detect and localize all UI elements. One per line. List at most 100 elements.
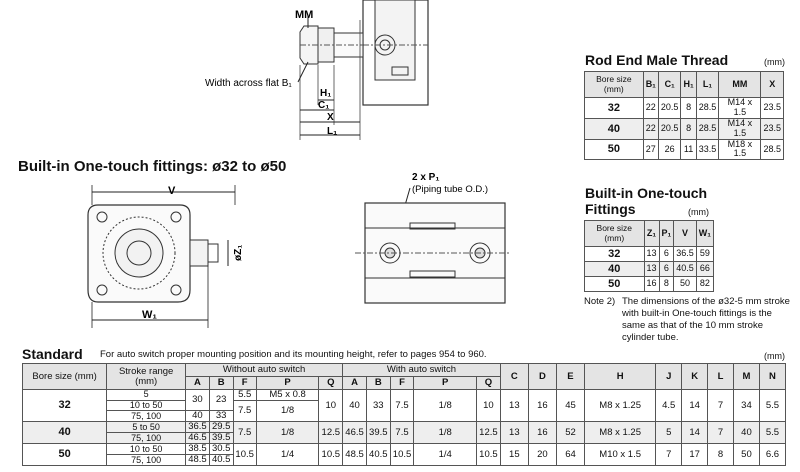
cell-stroke: 75, 100 [106,432,187,445]
cell-h: M10 x 1.5 [584,443,657,467]
cell-wo-a: 46.5 [185,432,210,445]
cell-wo-p: M5 x 0.8 [255,389,320,401]
note-label: Note 2) [584,296,616,307]
label-tube: (Piping tube O.D.) [412,184,488,195]
cell-stroke: 5 to 50 [106,421,187,434]
header-w-b: B [365,376,391,390]
cell-h: M8 x 1.25 [584,421,657,445]
fittings-unit: (mm) [688,207,709,217]
cell-j: 7 [655,443,683,467]
header-k: K [681,363,709,390]
fittings-header: P₁ [658,220,675,247]
rod-end-cell: 32 [584,97,644,119]
standard-title: Standard [22,346,83,362]
rod-end-cell: 20.5 [657,117,682,140]
label-width-flat: Width across flat B₁ [205,78,292,89]
cell-stroke: 75, 100 [106,410,187,423]
fittings-cell: 40.5 [673,261,697,277]
rod-end-cell: 22 [642,97,659,119]
rod-end-header: C₁ [657,71,682,98]
rod-end-header: X [760,71,784,98]
cell-wo-q: 12.5 [318,421,344,445]
cell-l: 7 [707,421,734,445]
cell-bore: 32 [21,388,108,423]
fittings-cell: 66 [695,261,715,277]
cell-m: 40 [733,421,760,445]
standard-unit: (mm) [764,351,785,361]
rod-end-header: B₁ [642,71,659,98]
header-stroke: Stroke range (mm) [106,363,187,390]
label-mm: MM [295,9,313,21]
header-w-a: A [342,376,367,390]
fittings-table: Bore size (mm) Z₁ P₁ V W₁ 32 13 6 36.5 5… [584,220,715,292]
header-wo-p: P [255,376,320,390]
cell-wo-p: 1/8 [255,421,320,445]
cell-d: 20 [527,443,557,467]
rod-end-cell: 28.5 [695,97,720,119]
cell-d: 16 [527,421,557,445]
label-x: X [327,112,334,123]
fittings-table-title: Built-in One-touch Fittings [585,185,707,217]
cell-stroke: 10 to 50 [106,399,187,412]
cell-l: 7 [707,388,734,423]
cell-wo-q: 10 [318,388,344,423]
cell-k: 14 [681,388,709,423]
cell-e: 45 [555,388,586,423]
fittings-section-title: Built-in One-touch fittings: ø32 to ø50 [18,158,287,175]
header-w-f: F [389,376,415,390]
cell-wo-b: 30.5 [208,443,234,456]
fittings-cell: 50 [673,276,697,292]
cell-w-a: 48.5 [342,443,367,467]
cell-wo-b: 33 [208,410,234,423]
cell-stroke: 10 to 50 [106,443,187,456]
cell-wo-p: 1/4 [255,443,320,467]
fittings-cell: 50 [584,276,645,292]
rod-end-cell: 27 [642,138,659,161]
note-text: The dimensions of the ø32-5 mm stroke wi… [622,296,790,343]
cell-e: 52 [555,421,586,445]
label-z1: øZ₁ [233,245,244,261]
label-v: V [168,185,176,197]
fittings-cell: 59 [695,246,715,262]
header-bore: Bore size (mm) [21,363,108,390]
cell-bore: 50 [21,443,108,467]
header-j: J [655,363,683,390]
rod-end-cell: 23.5 [760,117,784,140]
rod-end-cell: 8 [680,97,697,119]
header-w-p: P [413,376,478,390]
cell-w-a: 46.5 [342,421,367,445]
label-w1: W₁ [142,309,157,321]
rod-end-cell: 28.5 [760,138,784,161]
fittings-title-line2: Fittings [585,201,636,217]
cell-m: 50 [733,443,760,467]
label-l1: L₁ [327,126,337,137]
label-h1: H₁ [320,88,331,99]
cell-j: 5 [655,421,683,445]
header-n: N [758,363,787,390]
cell-wo-b: 39.5 [208,432,234,445]
rod-end-unit: (mm) [764,57,785,67]
fittings-header: Bore size (mm) [584,220,645,247]
cell-h: M8 x 1.25 [584,388,657,423]
cell-j: 4.5 [655,388,683,423]
cell-w-f: 7.5 [389,388,415,423]
cell-k: 17 [681,443,709,467]
header-wo-q: Q [318,376,344,390]
fittings-header: V [673,220,697,247]
rod-end-drawing: MM Width across flat B₁ H₁ C₁ X L₁ [205,0,429,140]
cell-w-b: 40.5 [365,443,391,467]
cell-wo-a: 38.5 [185,443,210,456]
cell-k: 14 [681,421,709,445]
cell-wo-q: 10.5 [318,443,344,467]
note-2: Note 2) The dimensions of the ø32-5 mm s… [584,296,794,344]
header-without: Without auto switch [185,363,344,377]
cell-w-b: 39.5 [365,421,391,445]
cell-w-q: 12.5 [476,421,501,445]
cell-wo-p: 1/8 [255,399,320,423]
rod-end-cell: 23.5 [760,97,784,119]
cell-wo-a: 36.5 [185,421,210,434]
cell-w-f: 10.5 [389,443,415,467]
standard-table: Bore size (mm) Stroke range (mm) Without… [21,363,787,467]
cell-c: 13 [499,421,529,445]
cell-l: 8 [707,443,734,467]
